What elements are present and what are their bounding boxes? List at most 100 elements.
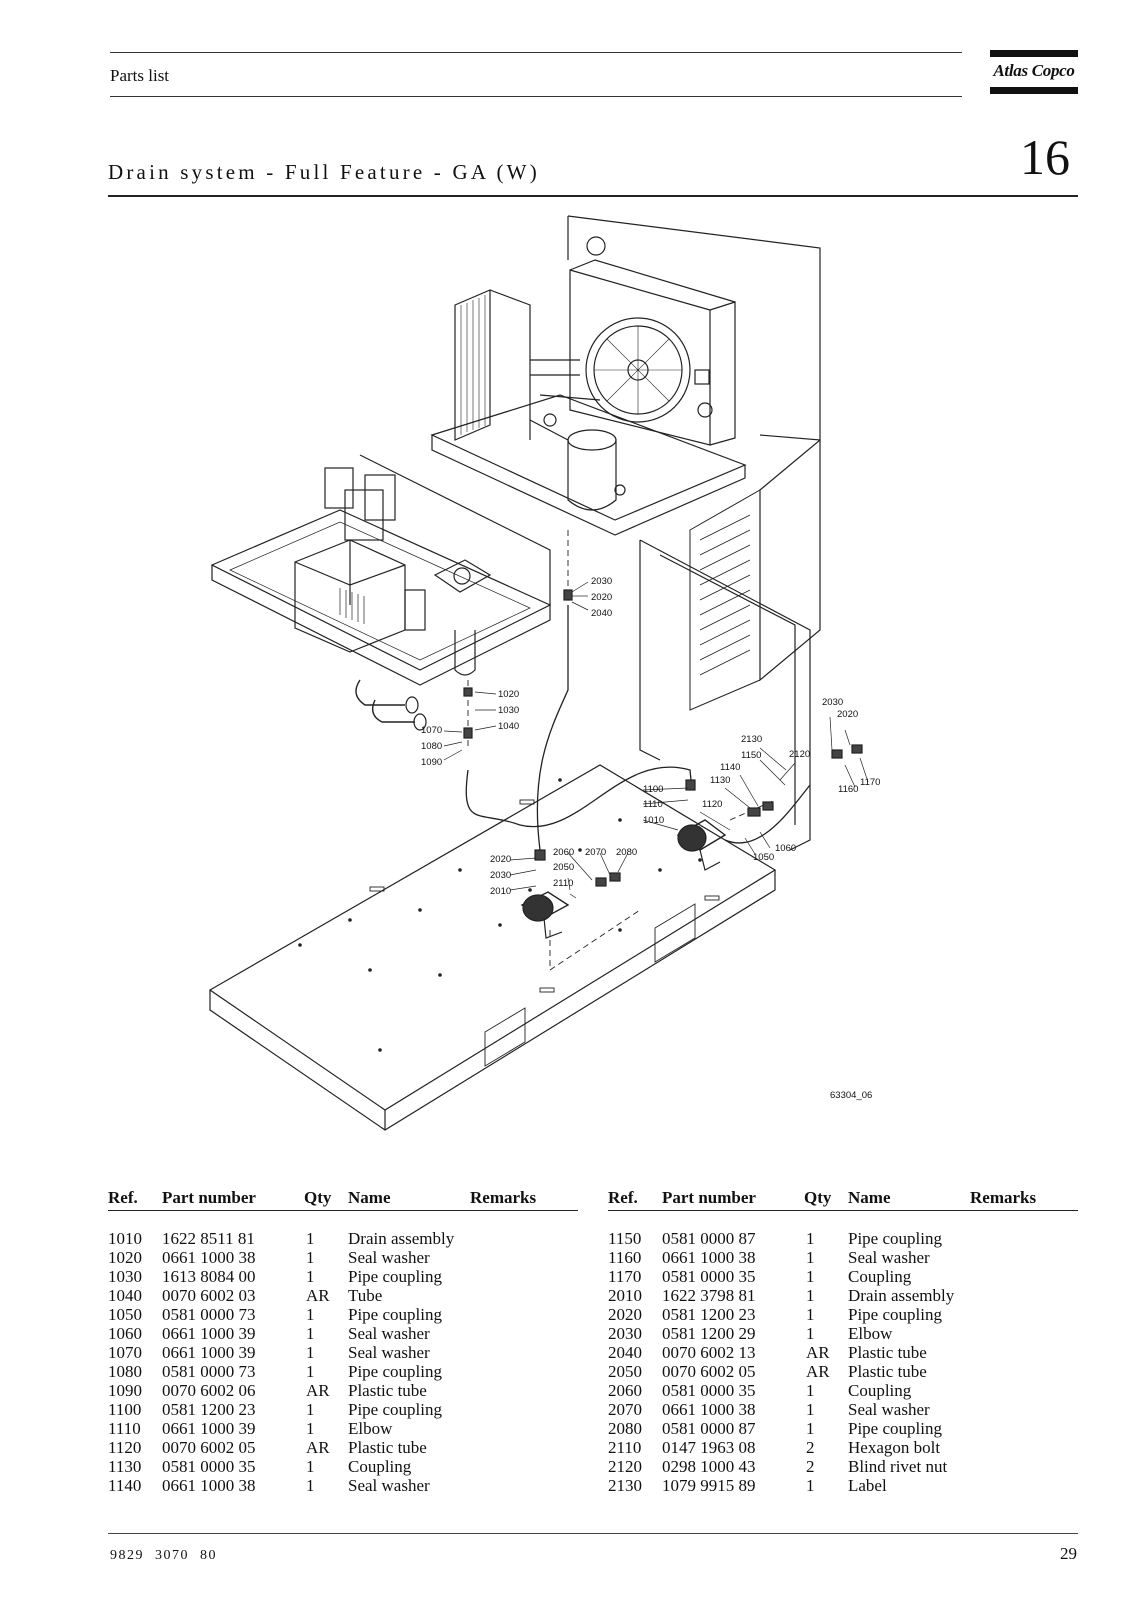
cell-qty: 1 (806, 1229, 815, 1248)
callout-label: 1150 (741, 750, 761, 761)
cell-name: Hexagon bolt (848, 1438, 941, 1457)
page-number: 29 (1060, 1544, 1077, 1563)
cell-ref: 1140 (108, 1476, 142, 1495)
cell-part-number: 0661 1000 38 (162, 1248, 256, 1267)
cell-qty: 1 (306, 1267, 315, 1286)
cell-qty: AR (806, 1343, 830, 1362)
cell-ref: 1100 (108, 1400, 142, 1419)
callout-label: 2050 (553, 862, 574, 873)
header-qty: Qty (304, 1188, 332, 1207)
table-header: Ref. Part number Qty Name Remarks (608, 1188, 1078, 1211)
page-title: Drain system - Full Feature - GA (W) (108, 160, 540, 184)
header-qty: Qty (804, 1188, 832, 1207)
cell-qty: 1 (806, 1400, 815, 1419)
cell-name: Tube (348, 1286, 383, 1305)
logo-wordmark: Atlas Copco (993, 61, 1075, 80)
cell-ref: 1110 (108, 1419, 141, 1438)
cell-part-number: 0581 0000 73 (162, 1362, 256, 1381)
cell-name: Pipe coupling (848, 1305, 942, 1324)
document-number: 9829 3070 80 (110, 1548, 217, 1563)
cell-ref: 1090 (108, 1381, 142, 1400)
cell-part-number: 0661 1000 38 (662, 1400, 756, 1419)
callout-label: 2010 (490, 886, 511, 897)
cell-qty: 1 (806, 1305, 815, 1324)
cell-ref: 1060 (108, 1324, 142, 1343)
cell-part-number: 0581 0000 35 (162, 1457, 256, 1476)
callout-label: 2030 (822, 697, 843, 708)
cell-qty: 1 (806, 1476, 815, 1495)
cell-part-number: 0298 1000 43 (662, 1457, 756, 1476)
cell-part-number: 0581 0000 73 (162, 1305, 256, 1324)
header-part-number: Part number (662, 1188, 756, 1207)
cell-name: Seal washer (348, 1324, 430, 1343)
cell-qty: AR (306, 1286, 330, 1305)
cell-ref: 1080 (108, 1362, 142, 1381)
cell-name: Seal washer (348, 1343, 430, 1362)
cell-qty: 2 (806, 1457, 815, 1476)
cell-qty: 1 (806, 1381, 815, 1400)
header-part-number: Part number (162, 1188, 256, 1207)
cell-part-number: 0070 6002 13 (662, 1343, 756, 1362)
cell-ref: 1170 (608, 1267, 642, 1286)
callout-label: 2120 (789, 749, 810, 760)
cell-ref: 2110 (608, 1438, 642, 1457)
cell-qty: 1 (306, 1419, 315, 1438)
cell-qty: 1 (806, 1267, 815, 1286)
cell-part-number: 1613 8084 00 (162, 1267, 256, 1286)
cell-part-number: 1622 8511 81 (162, 1229, 255, 1248)
callout-label: 1010 (643, 815, 664, 826)
header-name: Name (848, 1188, 891, 1207)
cell-ref: 1030 (108, 1267, 142, 1286)
cell-ref: 2060 (608, 1381, 642, 1400)
cell-part-number: 0661 1000 39 (162, 1343, 256, 1362)
cell-qty: 1 (306, 1476, 315, 1495)
header-remarks: Remarks (470, 1188, 537, 1207)
callout-label: 1100 (643, 784, 663, 795)
cell-qty: 1 (306, 1362, 315, 1381)
callout-label: 2130 (741, 734, 762, 745)
header-bottom-rule (110, 96, 962, 97)
footer-rule (108, 1533, 1078, 1534)
cell-ref: 2070 (608, 1400, 642, 1419)
header-top-rule (110, 52, 962, 53)
cell-ref: 1120 (108, 1438, 142, 1457)
cell-part-number: 0581 0000 35 (662, 1381, 756, 1400)
cell-name: Coupling (848, 1381, 912, 1400)
cell-qty: 1 (306, 1305, 315, 1324)
cell-qty: 1 (306, 1324, 315, 1343)
drawing-id: 63304_06 (830, 1090, 872, 1101)
cell-ref: 2130 (608, 1476, 642, 1495)
cell-part-number: 0581 0000 87 (662, 1419, 756, 1438)
cell-qty: AR (306, 1438, 330, 1457)
callout-label: 2030 (591, 576, 612, 587)
callout-label: 1030 (498, 705, 519, 716)
cell-part-number: 0070 6002 06 (162, 1381, 256, 1400)
cell-name: Plastic tube (348, 1438, 427, 1457)
callout-label: 1060 (775, 843, 796, 854)
cell-ref: 1160 (608, 1248, 642, 1267)
header-ref: Ref. (608, 1188, 638, 1207)
callout-label: 1070 (421, 725, 442, 736)
cell-qty: AR (306, 1381, 330, 1400)
cell-ref: 2020 (608, 1305, 642, 1324)
callout-label: 2030 (490, 870, 511, 881)
table-header: Ref. Part number Qty Name Remarks (108, 1188, 578, 1211)
cell-name: Pipe coupling (348, 1400, 442, 1419)
